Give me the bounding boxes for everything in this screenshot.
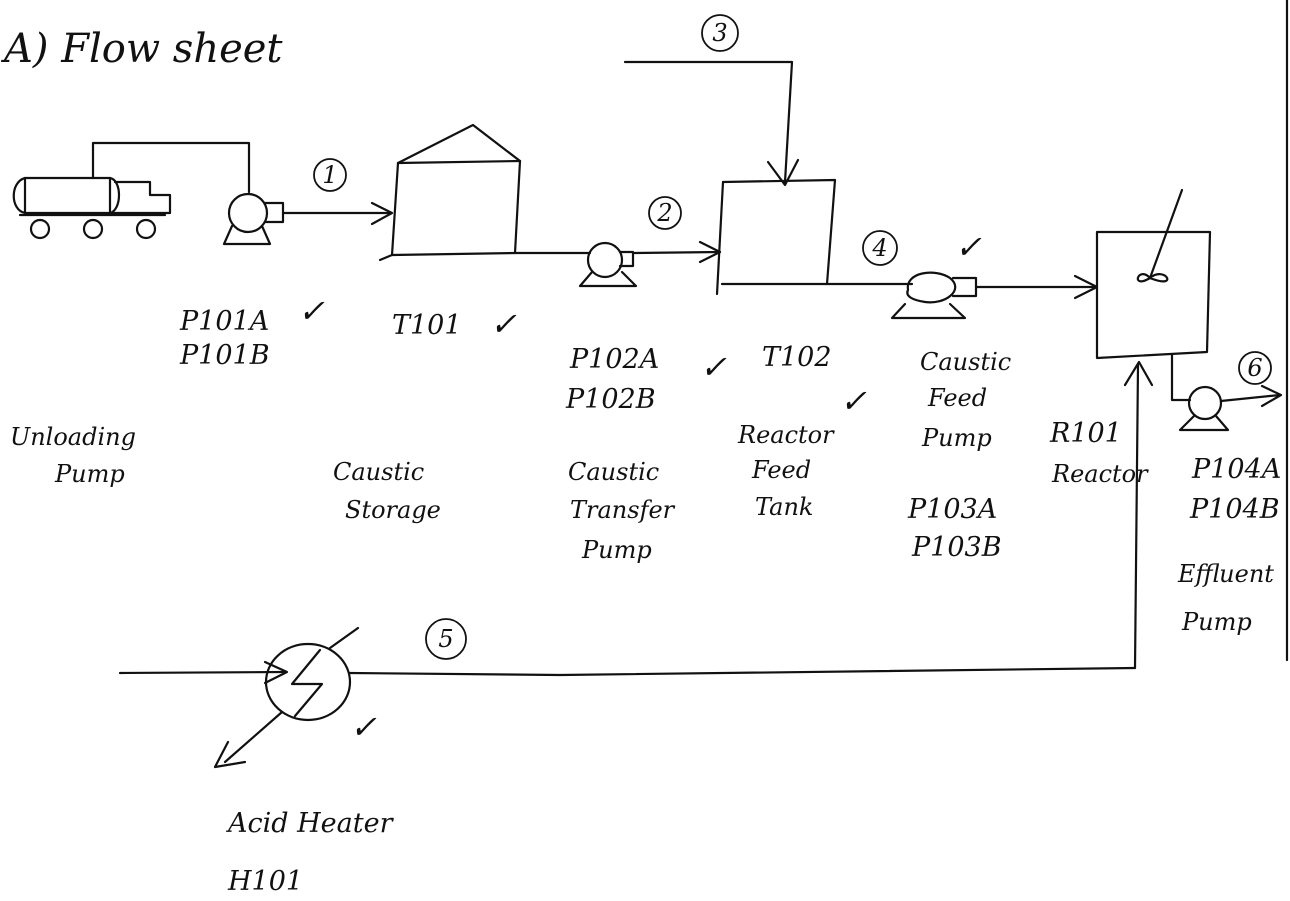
check-mark-h101: ✓ (350, 708, 377, 746)
svg-text:3: 3 (712, 19, 727, 47)
name-t101-line1: Caustic (333, 458, 424, 486)
stream-5-line (350, 668, 1135, 675)
name-p103-line1: Caustic (920, 348, 1011, 376)
name-t101-line2: Storage (345, 496, 441, 524)
name-p102-line1: Caustic (568, 458, 659, 486)
pump-p104-icon (1180, 387, 1228, 430)
tag-p102a: P102A (569, 344, 659, 375)
tag-p103b: P103B (911, 532, 1002, 563)
acid-feed-line (120, 672, 285, 673)
stream-6-line-a (1172, 355, 1190, 400)
name-p101-line1: Unloading (10, 423, 136, 451)
tag-t101: T101 (392, 310, 462, 341)
stream-3-line (625, 62, 792, 182)
reactor-r101-icon (1097, 190, 1210, 358)
name-t102-line2: Feed (751, 456, 811, 484)
stream-number-3: 3 (702, 15, 738, 51)
tag-p103a: P103A (907, 494, 997, 525)
stream-number-4: 4 (863, 231, 897, 265)
tank-t101-icon (380, 125, 520, 260)
check-mark-t101: ✓ (490, 305, 517, 343)
name-p104-line2: Pump (1181, 608, 1252, 636)
heater-h101-icon (215, 628, 358, 767)
svg-text:2: 2 (656, 199, 672, 227)
name-t102-line3: Tank (755, 493, 813, 521)
stream-number-1: 1 (314, 159, 346, 191)
svg-text:1: 1 (322, 161, 337, 189)
tag-r101: R101 (1049, 418, 1122, 449)
name-p103-line2: Feed (927, 384, 987, 412)
svg-text:4: 4 (871, 234, 887, 262)
tag-p104b: P104B (1189, 494, 1280, 525)
svg-text:6: 6 (1247, 354, 1262, 382)
tag-p101a: P101A (179, 306, 269, 337)
tag-p104a: P104A (1191, 454, 1281, 485)
pump-p102-icon (580, 243, 636, 286)
pump-p103-icon (892, 273, 976, 318)
tag-p101b: P101B (179, 340, 270, 371)
tag-t102: T102 (762, 342, 832, 373)
name-p102-line3: Pump (581, 536, 652, 564)
check-mark-p102: ✓ (700, 348, 727, 386)
stream-5-riser (1135, 365, 1138, 668)
stream-number-6: 6 (1239, 352, 1271, 384)
stream-number-5: 5 (426, 619, 466, 659)
stream-number-2: 2 (649, 197, 681, 229)
check-mark-t102: ✓ (840, 382, 867, 420)
name-h101-line1: Acid Heater (225, 808, 395, 839)
svg-text:5: 5 (438, 625, 453, 653)
name-p102-line2: Transfer (570, 496, 676, 524)
check-mark-p103: ✓ (955, 228, 982, 266)
stream-2-line-b (633, 252, 720, 253)
tank-truck-icon (14, 143, 249, 238)
name-r101-line1: Reactor (1051, 460, 1149, 488)
tag-h101: H101 (227, 866, 303, 897)
name-p104-line1: Effluent (1177, 560, 1274, 588)
name-p103-line3: Pump (921, 424, 992, 452)
pump-p101-icon (224, 194, 283, 244)
tag-p102b: P102B (565, 384, 656, 415)
name-p101-line2: Pump (54, 460, 125, 488)
diagram-title: A) Flow sheet (0, 26, 283, 72)
check-mark-p101: ✓ (298, 292, 325, 330)
name-t102-line1: Reactor (737, 421, 835, 449)
